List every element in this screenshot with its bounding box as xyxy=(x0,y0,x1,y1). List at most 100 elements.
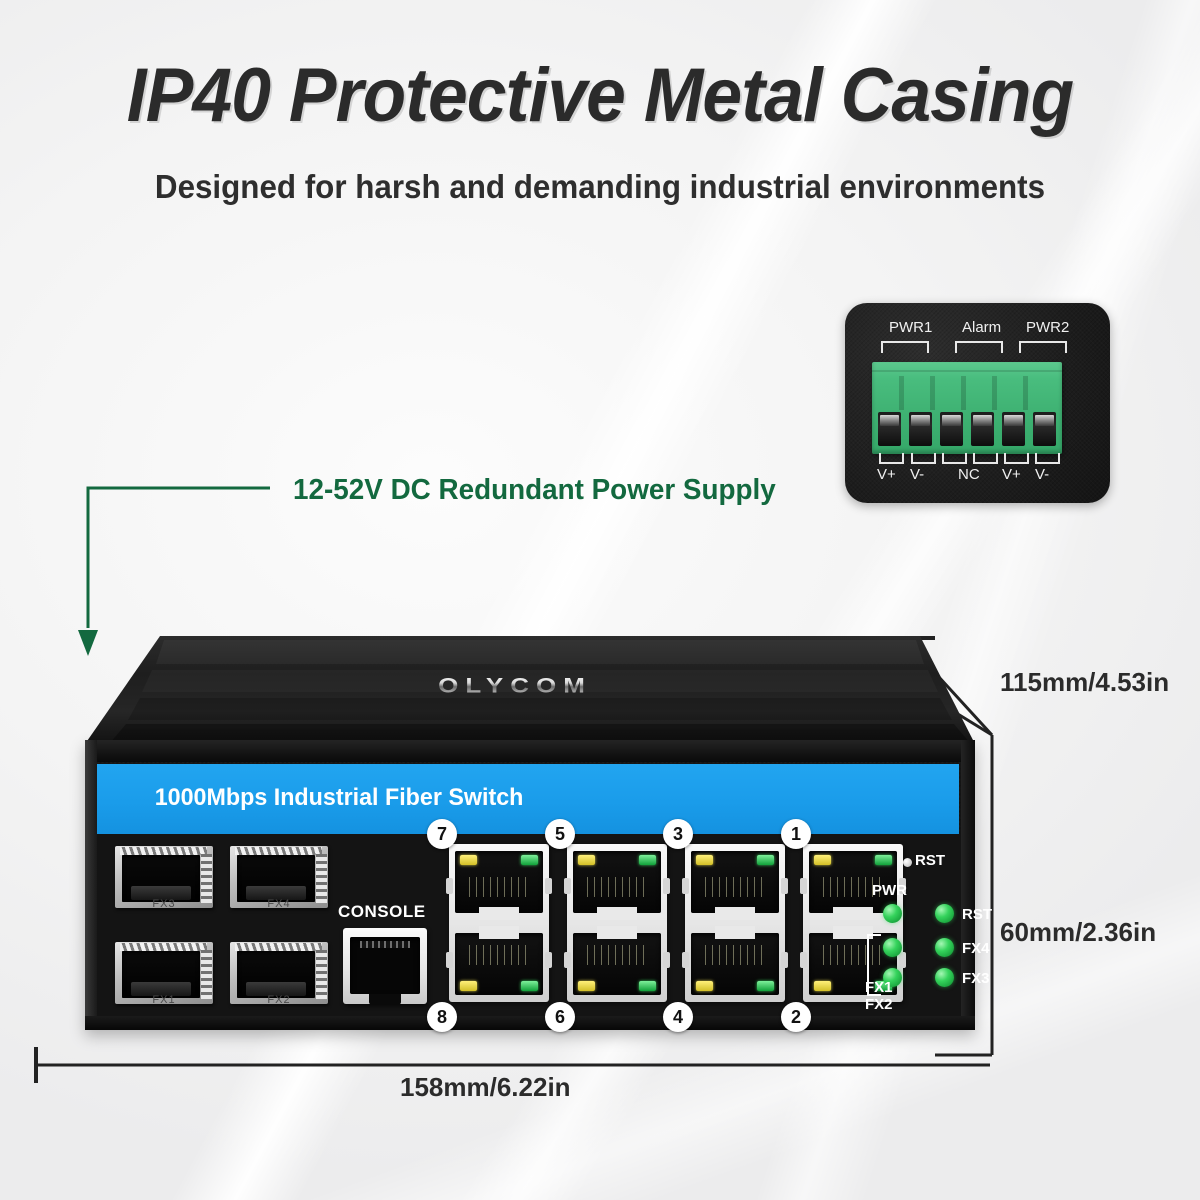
bracket-nc-right xyxy=(973,453,998,464)
connector-ridge xyxy=(872,370,1062,372)
rj45-port-3[interactable] xyxy=(691,851,779,920)
rj45-port-2[interactable] xyxy=(809,926,897,995)
banner-text: 1000Mbps Industrial Fiber Switch xyxy=(154,784,524,811)
connector-slot xyxy=(961,376,966,410)
sfp-label: FX4 xyxy=(267,898,291,910)
act-led-green xyxy=(757,855,774,865)
rj45-clip xyxy=(781,878,788,894)
pwr-led-label: PWR xyxy=(872,882,907,899)
link-led-yellow xyxy=(696,981,713,991)
rj45-contacts xyxy=(705,877,765,897)
sfp-side-fins xyxy=(201,950,212,999)
port-number-8: 8 xyxy=(427,1002,457,1032)
sfp-cage xyxy=(115,846,213,908)
rj45-notch xyxy=(479,926,519,939)
rj45-module-1-2[interactable] xyxy=(800,844,906,1002)
console-opening xyxy=(350,937,420,994)
led-label-fx2: FX2 xyxy=(865,996,893,1013)
bracket-vplus2 xyxy=(1004,453,1029,464)
terminal-screw xyxy=(940,412,963,446)
port-number-6: 6 xyxy=(545,1002,575,1032)
terminal-pin-vminus1: V- xyxy=(910,466,925,483)
reset-pinhole[interactable] xyxy=(903,858,912,867)
terminal-screw xyxy=(1033,412,1056,446)
rj45-notch xyxy=(715,926,755,939)
rj45-contacts xyxy=(587,945,647,965)
terminal-pin-vplus2: V+ xyxy=(1002,466,1021,483)
connector-slot xyxy=(899,376,904,410)
connector-slot xyxy=(992,376,997,410)
led-fx3 xyxy=(935,968,954,987)
led-label-fx4: FX4 xyxy=(962,940,990,957)
device-left-edge xyxy=(85,740,97,1030)
device-top-lip xyxy=(85,740,975,762)
act-led-green xyxy=(757,981,774,991)
rj45-port-1[interactable] xyxy=(809,851,897,920)
port-number-2: 2 xyxy=(781,1002,811,1032)
dimension-depth: 115mm/4.53in xyxy=(1000,667,1170,697)
bracket-nc-left xyxy=(942,453,967,464)
page-subtitle: Designed for harsh and demanding industr… xyxy=(154,168,1046,205)
sfp-port-fx2[interactable]: FX2 xyxy=(230,942,328,1006)
rj45-module-3-4[interactable] xyxy=(682,844,788,1002)
power-supply-callout: 12-52V DC Redundant Power Supply xyxy=(293,474,776,506)
sfp-cage xyxy=(230,846,328,908)
sfp-tongue xyxy=(131,982,191,996)
connector-slot xyxy=(930,376,935,410)
terminal-top-labels: PWR1 Alarm PWR2 xyxy=(845,319,1110,353)
sfp-fins xyxy=(235,943,322,951)
sfp-fins xyxy=(235,847,322,855)
led-fx4 xyxy=(935,938,954,957)
sfp-cage xyxy=(230,942,328,1004)
page-title: IP40 Protective Metal Casing xyxy=(126,53,1074,138)
rj45-module-7-8[interactable] xyxy=(446,844,552,1002)
sfp-port-fx4[interactable]: FX4 xyxy=(230,846,328,910)
bracket-vminus2 xyxy=(1035,453,1060,464)
console-port[interactable] xyxy=(343,928,427,1005)
terminal-label-alarm: Alarm xyxy=(962,319,1002,336)
act-led-green xyxy=(875,981,892,991)
terminal-bottom-labels: V+ V- NC V+ V- xyxy=(845,453,1110,489)
sfp-tongue xyxy=(131,886,191,900)
rj45-port-5[interactable] xyxy=(573,851,661,920)
sfp-label: FX2 xyxy=(267,994,291,1006)
led-label-fx3: FX3 xyxy=(962,970,990,987)
rj45-clip xyxy=(800,878,807,894)
connector-slot xyxy=(1023,376,1028,410)
bracket-alarm xyxy=(955,341,1003,353)
bracket-vminus1 xyxy=(911,453,936,464)
terminal-screw xyxy=(971,412,994,446)
led-fx2 xyxy=(883,968,902,987)
terminal-label-pwr2: PWR2 xyxy=(1026,319,1070,336)
rj45-port-4[interactable] xyxy=(691,926,779,995)
sfp-tongue xyxy=(246,886,306,900)
terminal-screw xyxy=(909,412,932,446)
sfp-port-fx3[interactable]: FX3 xyxy=(115,846,213,910)
rj45-contacts xyxy=(705,945,765,965)
rj45-contacts xyxy=(587,877,647,897)
port-number-4: 4 xyxy=(663,1002,693,1032)
rj45-contacts xyxy=(823,877,883,897)
rj45-port-7[interactable] xyxy=(455,851,543,920)
terminal-pin-nc: NC xyxy=(958,466,980,483)
bracket-pwr2 xyxy=(1019,341,1067,353)
rj45-clip xyxy=(564,878,571,894)
link-led-yellow xyxy=(460,981,477,991)
link-led-yellow xyxy=(460,855,477,865)
rj45-port-8[interactable] xyxy=(455,926,543,995)
sfp-port-fx1[interactable]: FX1 xyxy=(115,942,213,1006)
terminal-screw xyxy=(1002,412,1025,446)
sfp-tongue xyxy=(246,982,306,996)
rj45-clip xyxy=(899,878,906,894)
led-label-fx1: FX1 xyxy=(865,979,893,996)
rj45-notch xyxy=(597,907,637,920)
port-number-1: 1 xyxy=(781,819,811,849)
rj45-clip xyxy=(682,878,689,894)
terminal-pin-vplus1: V+ xyxy=(877,466,896,483)
rj45-clip xyxy=(663,952,670,968)
rj45-module-5-6[interactable] xyxy=(564,844,670,1002)
rj45-port-6[interactable] xyxy=(573,926,661,995)
device-top-surface xyxy=(85,636,975,744)
rj45-clip xyxy=(781,952,788,968)
